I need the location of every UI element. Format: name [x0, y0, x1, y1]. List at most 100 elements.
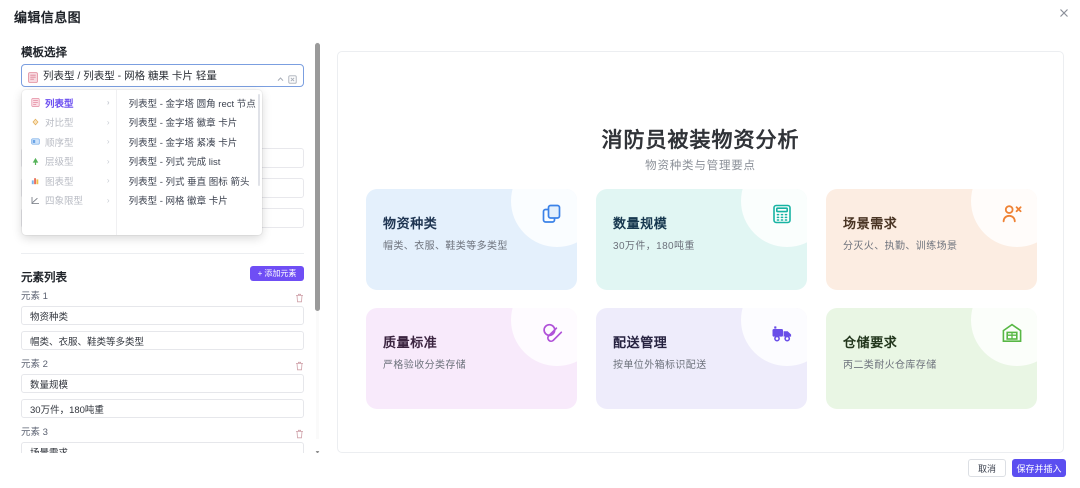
- chevron-right-icon: ›: [106, 176, 110, 186]
- infographic-preview-panel: 消防员被装物资分析 物资种类与管理要点 物资种类 帽类、衣服、鞋类等多类型: [337, 51, 1064, 453]
- element-list-label: 元素列表: [21, 272, 67, 284]
- sequence-icon: [31, 137, 40, 146]
- trash-icon[interactable]: [295, 358, 304, 371]
- dropdown-item-0[interactable]: 列表型 - 金字塔 圆角 rect 节点: [128, 98, 256, 110]
- clear-circle-icon[interactable]: [288, 71, 297, 84]
- dropdown-category-0-label: 列表型: [45, 98, 74, 110]
- element-row-header: 元素 3: [21, 424, 304, 439]
- element-title-input[interactable]: 场景需求: [21, 442, 304, 453]
- modal-header: 编辑信息图: [0, 0, 1080, 28]
- card-title: 仓储要求: [843, 335, 898, 350]
- card-title: 配送管理: [613, 335, 668, 350]
- element-desc-input[interactable]: 30万件，180吨重: [21, 399, 304, 418]
- dropdown-item-4[interactable]: 列表型 - 列式 垂直 图标 箭头: [128, 176, 250, 188]
- card-title: 质量标准: [383, 335, 438, 350]
- chevron-right-icon: ›: [106, 137, 110, 147]
- chevron-right-icon: ›: [106, 117, 110, 127]
- list-icon: [31, 98, 40, 108]
- save-and-insert-button[interactable]: 保存并插入: [1012, 459, 1066, 477]
- dropdown-category-4-label: 图表型: [45, 176, 74, 188]
- user-remove-icon: [1001, 203, 1023, 225]
- template-dropdown-menu[interactable]: 列表型 › 对比型 ›: [22, 90, 262, 235]
- dropdown-category-5-label: 四象限型: [45, 196, 84, 208]
- chevron-right-icon: ›: [106, 98, 110, 108]
- preview-subtitle: 物资种类与管理要点: [645, 160, 756, 172]
- hierarchy-icon: [31, 157, 40, 166]
- dropdown-scrollbar[interactable]: [257, 94, 260, 186]
- plus-icon: +: [257, 269, 263, 278]
- dropdown-item-column: 列表型 - 金字塔 圆角 rect 节点 列表型 - 金字塔 徽章 卡片 列表型…: [117, 90, 262, 235]
- left-editor-panel: 模板选择 列表型 / 列表型 - 网格 糖果 卡片 轻量: [0, 28, 330, 453]
- chevron-right-icon: ›: [106, 195, 110, 205]
- modal-body: 模板选择 列表型 / 列表型 - 网格 糖果 卡片 轻量: [0, 28, 1080, 453]
- dropdown-item-5[interactable]: 列表型 - 网格 徽章 卡片: [128, 196, 228, 208]
- card-description: 30万件，180吨重: [613, 241, 695, 252]
- cancel-button[interactable]: 取消: [968, 459, 1006, 477]
- dropdown-item-1[interactable]: 列表型 - 金字塔 徽章 卡片: [128, 118, 238, 130]
- preview-card-3[interactable]: 质量标准 严格验收分类存储: [366, 308, 577, 409]
- preview-card-1[interactable]: 数量规模 30万件，180吨重: [596, 189, 807, 290]
- dropdown-category-4[interactable]: 图表型 ›: [22, 171, 116, 191]
- card-title: 数量规模: [613, 216, 668, 231]
- card-description: 按单位外箱标识配送: [613, 360, 707, 371]
- element-title-input[interactable]: 数量规模: [21, 374, 304, 393]
- card-description: 帽类、衣服、鞋类等多类型: [383, 241, 508, 252]
- dropdown-item-3[interactable]: 列表型 - 列式 完成 list: [128, 157, 221, 169]
- paperclip-icon: [541, 322, 563, 344]
- scroll-up-icon[interactable]: [315, 34, 320, 46]
- template-select-value: 列表型 / 列表型 - 网格 糖果 卡片 轻量: [43, 70, 217, 82]
- dropdown-item-2[interactable]: 列表型 - 金字塔 紧凑 卡片: [128, 137, 238, 149]
- scrollbar-thumb[interactable]: [314, 43, 320, 311]
- element-title-input[interactable]: 物资种类: [21, 306, 304, 325]
- element-row-label: 元素 3: [21, 427, 48, 438]
- add-element-label: 添加元素: [264, 269, 297, 278]
- trash-icon[interactable]: [295, 426, 304, 439]
- panel-divider: [21, 253, 304, 254]
- template-select-actions: [276, 71, 297, 84]
- preview-card-5[interactable]: 仓储要求 丙二类耐火仓库存储: [826, 308, 1037, 409]
- quadrant-icon: [31, 196, 40, 205]
- element-row-label: 元素 2: [21, 359, 48, 370]
- close-icon[interactable]: [1057, 6, 1071, 20]
- page-title: 编辑信息图: [14, 10, 82, 25]
- card-title: 物资种类: [383, 216, 438, 231]
- dropdown-category-2-label: 顺序型: [45, 137, 74, 149]
- card-description: 分灭火、执勤、训练场景: [843, 241, 958, 252]
- trash-icon[interactable]: [295, 290, 304, 303]
- template-select[interactable]: 列表型 / 列表型 - 网格 糖果 卡片 轻量: [21, 64, 304, 87]
- element-desc-input[interactable]: 帽类、衣服、鞋类等多类型: [21, 331, 304, 350]
- dropdown-category-0[interactable]: 列表型 ›: [22, 93, 116, 113]
- calculator-icon: [771, 203, 793, 225]
- element-row-label: 元素 1: [21, 291, 48, 302]
- preview-card-2[interactable]: 场景需求 分灭火、执勤、训练场景: [826, 189, 1037, 290]
- dropdown-category-1-label: 对比型: [45, 118, 74, 130]
- dropdown-category-column: 列表型 › 对比型 ›: [22, 90, 117, 235]
- dropdown-category-5[interactable]: 四象限型 ›: [22, 191, 116, 211]
- dropdown-category-3-label: 层级型: [45, 157, 74, 169]
- warehouse-icon: [1001, 322, 1023, 344]
- chevron-up-icon[interactable]: [276, 71, 285, 81]
- preview-card-4[interactable]: 配送管理 按单位外箱标识配送: [596, 308, 807, 409]
- scroll-down-icon[interactable]: [315, 442, 320, 453]
- element-row-header: 元素 1: [21, 288, 304, 303]
- modal-footer: 取消 保存并插入: [0, 453, 1080, 488]
- preview-title: 消防员被装物资分析: [601, 129, 800, 152]
- template-section-label: 模板选择: [21, 47, 67, 59]
- dropdown-category-1[interactable]: 对比型 ›: [22, 113, 116, 133]
- preview-card-0[interactable]: 物资种类 帽类、衣服、鞋类等多类型: [366, 189, 577, 290]
- dropdown-category-3[interactable]: 层级型 ›: [22, 152, 116, 172]
- dropdown-category-2[interactable]: 顺序型 ›: [22, 132, 116, 152]
- add-element-button[interactable]: + 添加元素: [250, 266, 304, 281]
- card-description: 丙二类耐火仓库存储: [843, 360, 937, 371]
- element-row-header: 元素 2: [21, 356, 304, 371]
- preview-cards-grid: 物资种类 帽类、衣服、鞋类等多类型 数量规模 30万件，180吨重: [366, 189, 1037, 409]
- chevron-right-icon: ›: [106, 156, 110, 166]
- card-description: 严格验收分类存储: [383, 360, 467, 371]
- document-icon: [28, 70, 38, 83]
- card-title: 场景需求: [843, 216, 898, 231]
- compare-icon: [31, 118, 40, 127]
- truck-icon: [771, 322, 793, 344]
- chart-icon: [31, 176, 40, 185]
- left-panel-scrollbar[interactable]: [314, 32, 320, 453]
